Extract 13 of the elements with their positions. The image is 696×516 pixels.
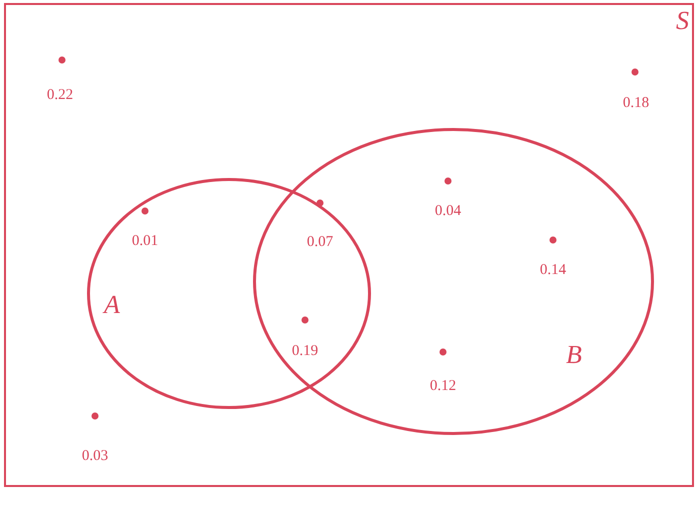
- probability-value: 0.14: [540, 262, 566, 279]
- set-label: A: [104, 290, 120, 320]
- sample-space-rectangle: [4, 3, 694, 487]
- set-label: B: [566, 340, 582, 370]
- probability-value: 0.19: [292, 343, 318, 360]
- set-label: S: [676, 6, 689, 36]
- probability-value: 0.03: [82, 448, 108, 465]
- probability-value: 0.18: [622, 95, 650, 112]
- probability-value: 0.07: [306, 234, 334, 251]
- probability-value: 0.12: [430, 378, 456, 395]
- probability-value: 0.01: [132, 233, 158, 250]
- probability-value: 0.22: [46, 87, 74, 104]
- probability-value: 0.04: [434, 203, 462, 220]
